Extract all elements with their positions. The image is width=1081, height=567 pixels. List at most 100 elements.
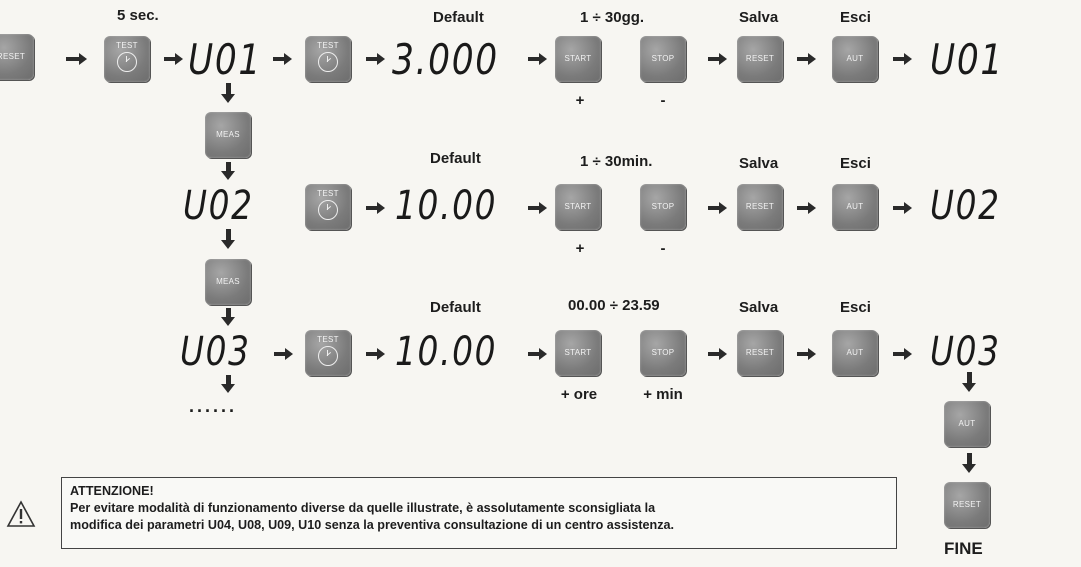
- test-button-label: TEST: [317, 335, 339, 344]
- aut-button-label: AUT: [846, 202, 864, 211]
- stop-button[interactable]: STOP: [640, 184, 686, 230]
- test-button[interactable]: TEST: [305, 330, 351, 376]
- arrow-down-icon: [962, 372, 976, 392]
- end-label: FINE: [944, 539, 983, 558]
- test-button[interactable]: TEST: [305, 184, 351, 230]
- reset-button-label: RESET: [952, 500, 982, 509]
- start-hint: +: [575, 92, 585, 109]
- test-button-label: TEST: [317, 189, 339, 198]
- arrow-right-icon: [708, 53, 727, 65]
- warning-title: ATTENZIONE!: [70, 484, 154, 498]
- range-label: 1 ÷ 30gg.: [580, 9, 645, 26]
- meas-button-label: MEAS: [216, 130, 240, 139]
- exit-label: Esci: [840, 9, 871, 26]
- aut-button[interactable]: AUT: [832, 184, 878, 230]
- arrow-right-icon: [273, 53, 292, 65]
- stop-button-label: STOP: [651, 348, 675, 357]
- arrow-right-icon: [708, 348, 727, 360]
- aut-button[interactable]: AUT: [832, 330, 878, 376]
- arrow-right-icon: [797, 53, 816, 65]
- display-code-u01: U01: [188, 35, 262, 84]
- arrow-right-icon: [66, 53, 87, 65]
- start-button-label: START: [564, 202, 592, 211]
- reset-save-button[interactable]: RESET: [737, 36, 783, 82]
- test-button[interactable]: TEST: [305, 36, 351, 82]
- arrow-down-icon: [221, 375, 235, 393]
- continuation-dots: ......: [189, 396, 238, 416]
- save-label: Salva: [739, 9, 779, 26]
- start-button[interactable]: START: [555, 184, 601, 230]
- arrow-right-icon: [274, 348, 293, 360]
- warning-line-1: Per evitare modalità di funzionamento di…: [70, 501, 656, 515]
- aut-button-label: AUT: [846, 54, 864, 63]
- arrow-right-icon: [893, 348, 912, 360]
- default-label: Default: [433, 9, 484, 26]
- clock-icon: [318, 52, 338, 72]
- exit-label: Esci: [840, 299, 871, 316]
- five-sec-label: 5 sec.: [117, 7, 159, 24]
- default-value-display: 3.000: [392, 35, 499, 84]
- reset-button-label: RESET: [745, 348, 775, 357]
- stop-hint: -: [660, 92, 666, 109]
- arrow-down-icon: [221, 308, 235, 326]
- result-display-u02: U02: [930, 183, 1001, 229]
- arrow-down-icon: [221, 229, 235, 249]
- display-code-u02: U02: [183, 183, 254, 229]
- result-display-u01: U01: [930, 35, 1004, 84]
- arrow-right-icon: [893, 53, 912, 65]
- start-button-label: START: [564, 54, 592, 63]
- save-label: Salva: [739, 299, 779, 316]
- start-button[interactable]: START: [555, 330, 601, 376]
- clock-icon: [318, 346, 338, 366]
- meas-button[interactable]: MEAS: [205, 259, 251, 305]
- reset-save-button[interactable]: RESET: [737, 330, 783, 376]
- arrow-right-icon: [893, 202, 912, 214]
- clock-icon: [117, 52, 137, 72]
- reset-final-button[interactable]: RESET: [944, 482, 990, 528]
- test-button-label: TEST: [116, 41, 138, 50]
- display-code-u03: U03: [180, 329, 251, 375]
- aut-button-label: AUT: [958, 419, 976, 428]
- warning-icon: [6, 500, 36, 527]
- stop-button-label: STOP: [651, 54, 675, 63]
- arrow-right-icon: [366, 348, 385, 360]
- aut-final-button[interactable]: AUT: [944, 401, 990, 447]
- start-button[interactable]: START: [555, 36, 601, 82]
- stop-button[interactable]: STOP: [640, 330, 686, 376]
- default-value-display: 10.00: [395, 329, 498, 375]
- range-label: 1 ÷ 30min.: [580, 153, 653, 170]
- meas-button-label: MEAS: [216, 277, 240, 286]
- test-button[interactable]: TEST: [104, 36, 150, 82]
- arrow-down-icon: [221, 83, 235, 103]
- arrow-right-icon: [164, 53, 183, 65]
- test-button-label: TEST: [317, 41, 339, 50]
- arrow-right-icon: [366, 202, 385, 214]
- warning-line-2: modifica dei parametri U04, U08, U09, U1…: [70, 518, 675, 532]
- stop-button[interactable]: STOP: [640, 36, 686, 82]
- exit-label: Esci: [840, 155, 871, 172]
- arrow-right-icon: [528, 348, 547, 360]
- reset-button[interactable]: RESET: [0, 34, 34, 80]
- reset-button-label: RESET: [745, 202, 775, 211]
- default-label: Default: [430, 299, 481, 316]
- warning-box: ATTENZIONE! Per evitare modalità di funz…: [61, 477, 897, 549]
- start-hint: +: [575, 240, 585, 257]
- aut-button[interactable]: AUT: [832, 36, 878, 82]
- meas-button[interactable]: MEAS: [205, 112, 251, 158]
- stop-hint: -: [660, 240, 666, 257]
- arrow-down-icon: [221, 162, 235, 180]
- aut-button-label: AUT: [846, 348, 864, 357]
- reset-save-button[interactable]: RESET: [737, 184, 783, 230]
- reset-button-label: RESET: [745, 54, 775, 63]
- arrow-right-icon: [366, 53, 385, 65]
- reset-button-label: RESET: [0, 52, 26, 61]
- arrow-right-icon: [708, 202, 727, 214]
- arrow-right-icon: [797, 348, 816, 360]
- start-button-label: START: [564, 348, 592, 357]
- save-label: Salva: [739, 155, 779, 172]
- default-label: Default: [430, 150, 481, 167]
- arrow-down-icon: [962, 453, 976, 473]
- clock-icon: [318, 200, 338, 220]
- result-display-u03: U03: [930, 329, 1001, 375]
- default-value-display: 10.00: [395, 183, 498, 229]
